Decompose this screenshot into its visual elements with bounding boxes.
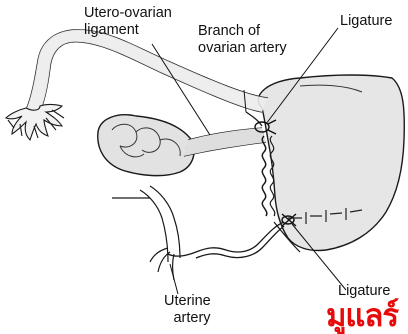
label-branch-line1: Branch of xyxy=(198,23,287,40)
label-utero-ovarian-line2: ligament xyxy=(84,22,172,39)
label-utero-ovarian-ligament: Utero-ovarian ligament xyxy=(84,5,172,39)
ovary xyxy=(98,115,194,176)
uterine-artery-lower xyxy=(168,222,284,258)
ovarian-artery-branch xyxy=(246,112,262,126)
uterine-artery-tortuous xyxy=(262,136,267,216)
fimbriae xyxy=(6,105,64,141)
label-uterine-line1: Uterine xyxy=(164,293,220,310)
label-ligature-top: Ligature xyxy=(340,13,392,30)
label-branch-of-ovarian-artery: Branch of ovarian artery xyxy=(198,23,287,57)
label-utero-ovarian-line1: Utero-ovarian xyxy=(84,5,172,22)
label-uterine-line2: artery xyxy=(164,310,220,327)
label-branch-line2: ovarian artery xyxy=(198,40,287,57)
leader-uterine-artery xyxy=(170,264,178,294)
label-uterine-artery: Uterine artery xyxy=(164,293,220,327)
watermark: มูแลร์ xyxy=(326,300,398,332)
